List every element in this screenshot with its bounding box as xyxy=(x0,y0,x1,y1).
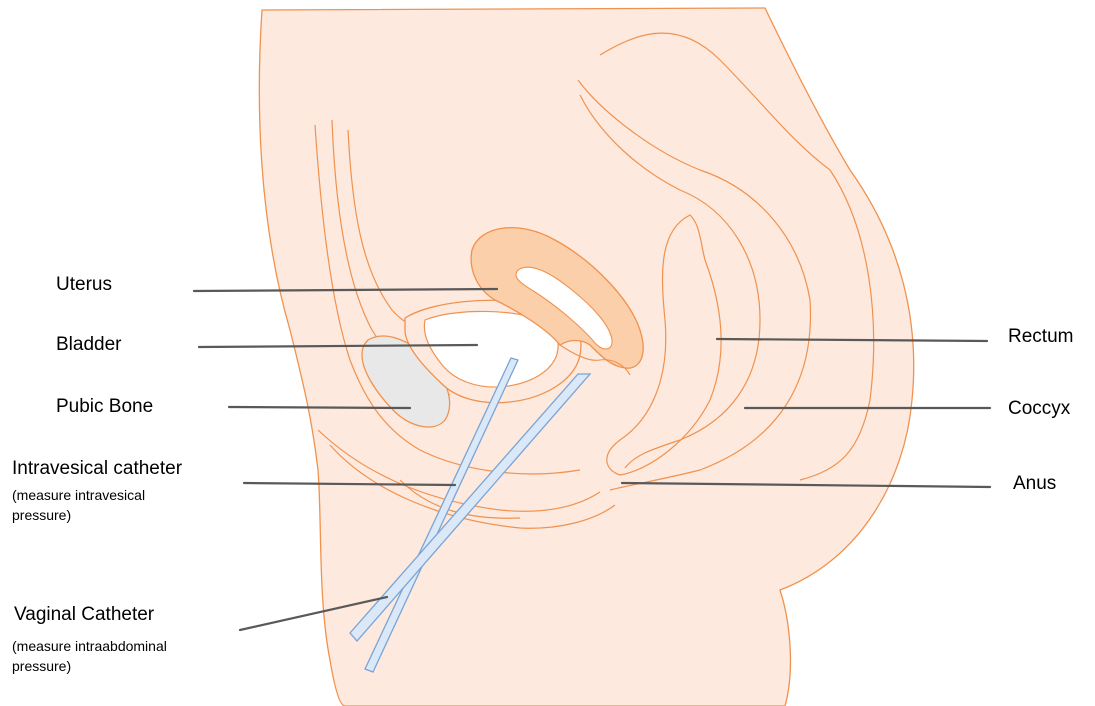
pubic-bone-leader-line xyxy=(229,407,410,408)
vaginal-note: (measure intraabdominal pressure) xyxy=(12,636,222,677)
coccyx-label: Coccyx xyxy=(1008,398,1070,421)
intravesical-catheter-label: Intravesical catheter xyxy=(12,458,182,481)
pubic-bone-label: Pubic Bone xyxy=(56,396,153,419)
body-silhouette xyxy=(259,8,913,706)
rectum-label: Rectum xyxy=(1008,326,1073,349)
bladder-label: Bladder xyxy=(56,334,122,357)
anus-label: Anus xyxy=(1013,473,1056,496)
uterus-label: Uterus xyxy=(56,274,112,297)
intravesical-note: (measure intravesical pressure) xyxy=(12,485,202,526)
vaginal-catheter-label: Vaginal Catheter xyxy=(14,604,154,627)
